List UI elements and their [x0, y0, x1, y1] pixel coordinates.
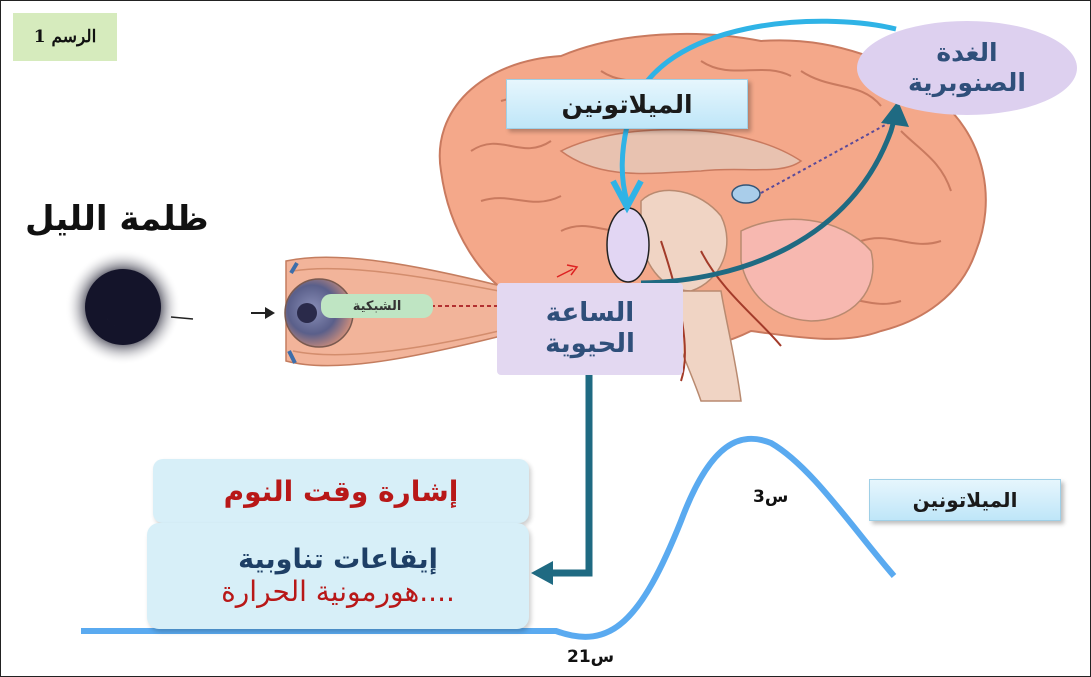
pineal-line2: الصنوبرية — [908, 68, 1026, 98]
biological-clock-label: الساعة الحيوية — [497, 283, 683, 375]
melatonin-graph-label: الميلاتونين — [869, 479, 1061, 521]
sleep-signal-box: إشارة وقت النوم — [153, 459, 529, 523]
figure-label: الرسم 1 — [13, 13, 117, 61]
clock-to-rhythm-arrow — [549, 374, 589, 573]
rhythms-box: إيقاعات تناوبية هورمونية الحرارة.... — [147, 523, 529, 629]
melatonin-box: الميلاتونين — [506, 79, 748, 129]
moon-icon — [65, 249, 193, 365]
pineal-line1: الغدة — [936, 38, 997, 68]
clock-line2: الحيوية — [545, 329, 635, 360]
scn-ellipse — [607, 208, 649, 282]
light-arrow-icon — [251, 307, 275, 319]
pineal-gland-label: الغدة الصنوبرية — [857, 21, 1077, 115]
night-dark-label: ظلمة الليل — [25, 199, 209, 239]
time-peak-label: س3 — [753, 487, 788, 507]
rhythms-line1: إيقاعات تناوبية — [238, 544, 438, 575]
clock-line1: الساعة — [546, 298, 634, 329]
retina-label: الشبكية — [321, 294, 433, 318]
rhythms-line2: هورمونية الحرارة.... — [221, 575, 455, 608]
time-low-label: س21 — [567, 647, 614, 667]
